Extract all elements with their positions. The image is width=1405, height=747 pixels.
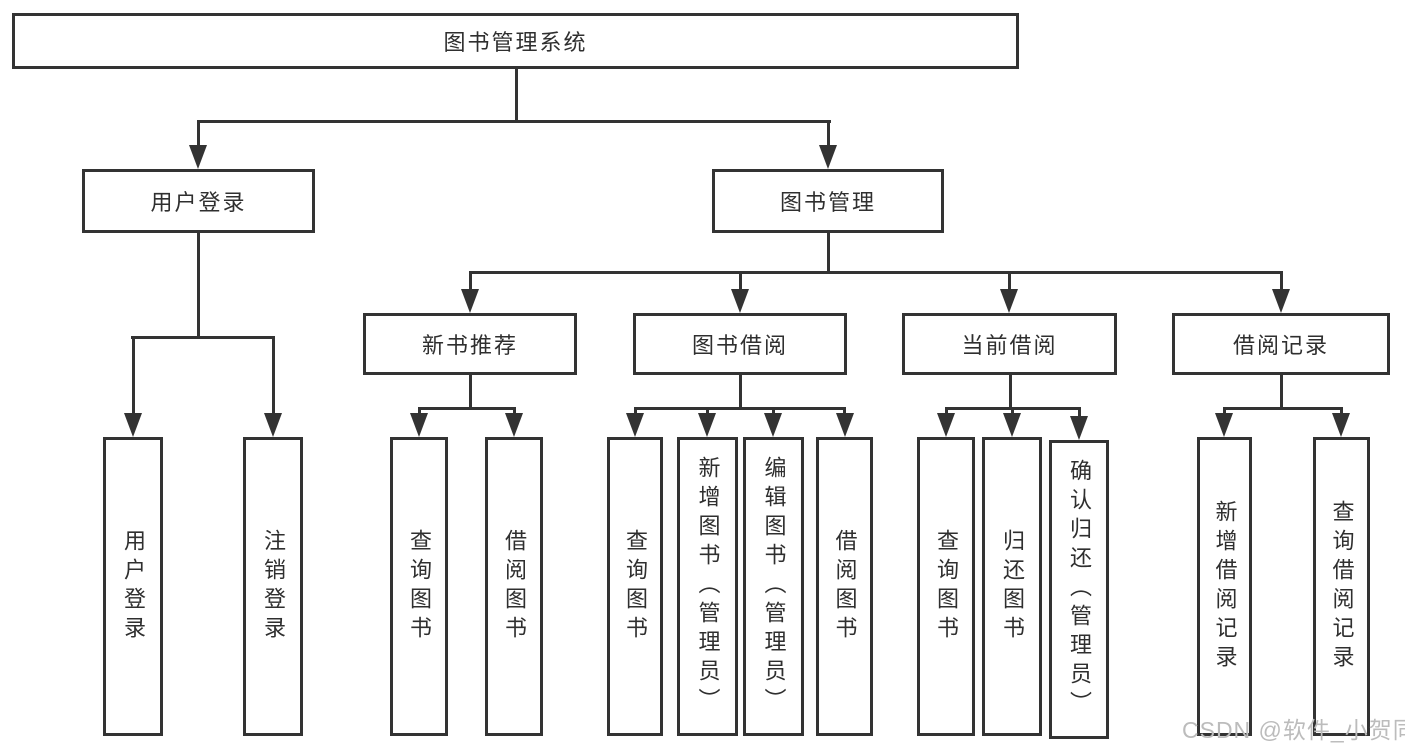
connector-to-leaf-query-record [1340,407,1343,417]
leaf-borrow-book-rec: 借阅图书 [485,437,543,736]
node-new-book-rec: 新书推荐 [363,313,577,375]
leaf-query-book-rec: 查询图书 [390,437,448,736]
connector-to-user-login [197,120,200,148]
leaf-logout: 注销登录 [243,437,303,736]
connector-to-leaf-user-login [132,336,135,416]
connector-to-leaf-query-book-current [945,407,948,417]
connector-to-borrow-records [1280,271,1283,293]
arrow-to-leaf-confirm-return [1070,416,1088,440]
leaf-add-record: 新增借阅记录 [1197,437,1252,736]
leaf-user-login-label: 用户登录 [121,528,146,645]
connector-to-leaf-edit-book [772,407,775,417]
connector-to-leaf-logout [272,336,275,416]
leaf-add-book-label: 新增图书（管理员） [695,456,721,717]
connector-to-leaf-add-book [706,407,709,417]
arrow-to-borrow-records [1272,289,1290,313]
leaf-logout-label: 注销登录 [261,528,286,645]
leaf-borrow-book-rec-label: 借阅图书 [502,528,527,645]
connector-to-current-borrow [1008,271,1011,293]
arrow-to-leaf-user-login [124,413,142,437]
arrow-to-leaf-borrow-book-borrow [836,413,854,437]
arrow-to-book-mgmt [819,145,837,169]
leaf-query-record-label: 查询借阅记录 [1329,499,1355,674]
leaf-add-book: 新增图书（管理员） [677,437,738,736]
leaf-confirm-return-label: 确认归还（管理员） [1067,459,1092,720]
connector-new-book-rec-stem [469,375,472,409]
arrow-to-leaf-query-book-current [937,413,955,437]
node-current-borrow: 当前借阅 [902,313,1117,375]
arrow-to-leaf-query-record [1332,413,1350,437]
arrow-to-leaf-query-book-borrow [626,413,644,437]
leaf-return-book-label: 归还图书 [1000,528,1025,645]
leaf-query-record: 查询借阅记录 [1313,437,1370,736]
leaf-return-book: 归还图书 [982,437,1042,736]
leaf-add-record-label: 新增借阅记录 [1212,499,1238,674]
connector-book-borrow-stem [739,375,742,409]
leaf-query-book-rec-label: 查询图书 [407,528,432,645]
connector-to-book-mgmt [827,120,830,148]
leaf-confirm-return: 确认归还（管理员） [1049,440,1109,739]
node-borrow-records: 借阅记录 [1172,313,1390,375]
leaf-borrow-book-borrow: 借阅图书 [816,437,873,736]
connector-user-login-bar [131,336,275,339]
connector-to-leaf-query-book-borrow [634,407,637,417]
leaf-query-book-current-label: 查询图书 [934,528,959,645]
node-current-borrow-label: 当前借阅 [961,333,1058,358]
connector-to-leaf-borrow-book-rec [513,407,516,417]
arrow-to-leaf-logout [264,413,282,437]
arrow-to-new-book-rec [461,289,479,313]
connector-to-leaf-return-book [1011,407,1014,417]
leaf-query-book-borrow: 查询图书 [607,437,663,736]
connector-book-mgmt-stem [827,233,830,273]
leaf-edit-book-label: 编辑图书（管理员） [761,456,787,717]
connector-to-book-borrow [739,271,742,293]
node-user-login-label: 用户登录 [150,190,247,215]
node-user-login: 用户登录 [82,169,315,233]
arrow-to-book-borrow [731,289,749,313]
connector-current-borrow-stem [1009,375,1012,409]
arrow-to-leaf-query-book-rec [410,413,428,437]
connector-to-leaf-confirm-return [1078,407,1081,420]
connector-to-leaf-add-record [1223,407,1226,417]
connector-borrow-records-stem [1280,375,1283,409]
node-book-borrow-label: 图书借阅 [691,333,788,358]
connector-book-borrow-bar [634,407,846,410]
leaf-edit-book: 编辑图书（管理员） [743,437,804,736]
node-root: 图书管理系统 [12,13,1019,69]
leaf-borrow-book-borrow-label: 借阅图书 [832,528,858,645]
connector-root-stem [515,68,518,121]
arrow-to-leaf-add-record [1215,413,1233,437]
node-book-borrow: 图书借阅 [633,313,847,375]
csdn-watermark: CSDN @软件_小贺同学 [1182,717,1405,743]
arrow-to-leaf-borrow-book-rec [505,413,523,437]
connector-to-leaf-query-book-rec [418,407,421,417]
leaf-query-book-borrow-label: 查询图书 [623,528,648,645]
node-book-mgmt: 图书管理 [712,169,944,233]
arrow-to-current-borrow [1000,289,1018,313]
connector-to-new-book-rec [469,271,472,293]
node-new-book-rec-label: 新书推荐 [421,333,518,358]
arrow-to-leaf-return-book [1003,413,1021,437]
connector-root-bar [197,120,831,123]
connector-user-login-stem [197,233,200,338]
arrow-to-leaf-edit-book [764,413,782,437]
node-book-mgmt-label: 图书管理 [779,190,876,215]
arrow-to-user-login [189,145,207,169]
connector-borrow-records-bar [1223,407,1343,410]
node-borrow-records-label: 借阅记录 [1232,333,1329,358]
connector-book-mgmt-bar [469,271,1282,274]
leaf-user-login: 用户登录 [103,437,163,736]
node-root-label: 图书管理系统 [443,30,588,55]
connector-new-book-rec-bar [418,407,516,410]
connector-to-leaf-borrow-book-borrow [843,407,846,417]
arrow-to-leaf-add-book [698,413,716,437]
leaf-query-book-current: 查询图书 [917,437,975,736]
